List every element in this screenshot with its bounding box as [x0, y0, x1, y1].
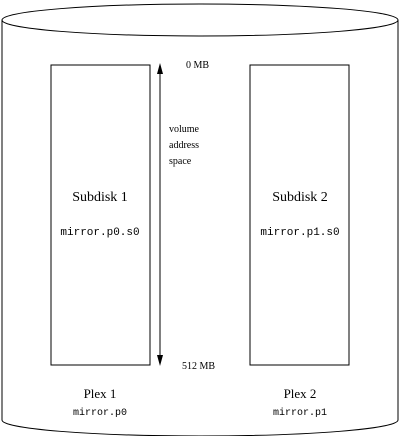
- subdisk-1-title: Subdisk 1: [72, 190, 128, 205]
- subdisk-1-box: [50, 64, 151, 366]
- subdisk-2-title: Subdisk 2: [272, 190, 328, 205]
- plex-1-name: mirror.p0: [73, 407, 127, 419]
- plex-2-name: mirror.p1: [273, 407, 327, 419]
- subdisk-1-name: mirror.p0.s0: [60, 227, 139, 239]
- subdisk-2-box: [249, 64, 350, 366]
- arrow-head-up: [157, 63, 163, 74]
- subdisk-2-name: mirror.p1.s0: [260, 227, 339, 239]
- arrow-head-down: [157, 355, 163, 366]
- cylinder-top: [1, 3, 399, 37]
- bottom-address-label: 512 MB: [182, 361, 215, 372]
- address-space-label-line-1: volume: [169, 124, 200, 135]
- subdisk-1: Subdisk 1 mirror.p0.s0: [50, 64, 151, 366]
- address-space-label-line-2: address: [169, 140, 199, 151]
- address-space-label-line-3: space: [169, 156, 192, 167]
- top-address-label: 0 MB: [186, 60, 209, 71]
- plex-2-title: Plex 2: [284, 386, 317, 401]
- address-space-arrow: [157, 63, 163, 366]
- subdisk-2: Subdisk 2 mirror.p1.s0: [249, 64, 350, 366]
- plex-1-title: Plex 1: [84, 386, 117, 401]
